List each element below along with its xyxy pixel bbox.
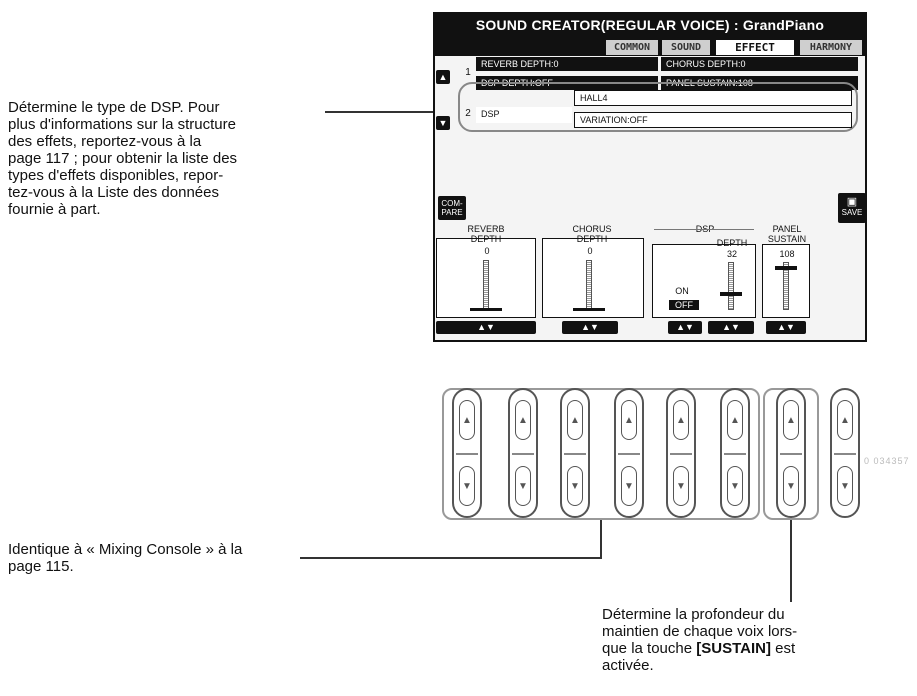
reverb-depth-slider[interactable] xyxy=(483,260,489,310)
tab-sound[interactable]: SOUND xyxy=(661,39,711,55)
up-arrow-icon: ▲ xyxy=(459,400,475,440)
down-arrow-icon: ▼ xyxy=(515,466,531,506)
save-label: SAVE xyxy=(841,208,863,217)
tab-bar: COMMON SOUND EFFECT HARMONY xyxy=(435,36,865,56)
physical-button-3[interactable]: ▲▼ xyxy=(560,388,590,518)
chorus-depth-base xyxy=(573,308,605,311)
screen-title: SOUND CREATOR(REGULAR VOICE) : GrandPian… xyxy=(435,14,865,36)
up-arrow-icon: ▲ xyxy=(567,400,583,440)
tab-effect[interactable]: EFFECT xyxy=(715,39,795,55)
row-2-number: 2 xyxy=(465,108,471,119)
sustain-leader xyxy=(790,510,792,602)
down-arrow-icon: ▼ xyxy=(459,466,475,506)
disk-icon: ▣ xyxy=(846,196,858,208)
dsp-depth-knob xyxy=(720,292,742,296)
chorus-depth-label: CHORUS DEPTH xyxy=(572,224,612,244)
up-arrow-icon: ▲ xyxy=(727,400,743,440)
save-button[interactable]: ▣ SAVE xyxy=(838,193,866,223)
panel-sustain-slider[interactable] xyxy=(783,262,789,310)
up-arrow-icon: ▲ xyxy=(621,400,637,440)
dsp-label: DSP xyxy=(476,107,572,123)
reverb-depth-value[interactable]: REVERB DEPTH:0 xyxy=(476,57,658,71)
dsp-type-leader xyxy=(325,111,457,113)
mixing-console-leader-h xyxy=(300,557,602,559)
physical-button-6[interactable]: ▲▼ xyxy=(720,388,750,518)
mixing-button-group xyxy=(442,388,760,520)
dsp-off-label[interactable]: OFF xyxy=(669,300,699,310)
mixing-console-leader-v xyxy=(600,518,602,559)
dsp-depth-label: DEPTH xyxy=(716,238,748,248)
up-arrow-icon: ▲ xyxy=(837,400,853,440)
row-1-number: 1 xyxy=(465,67,471,78)
reverb-depth-label: REVERB DEPTH xyxy=(467,224,505,244)
down-arrow-icon: ▼ xyxy=(783,466,799,506)
dsp-highlight xyxy=(458,82,858,132)
reverb-depth-base xyxy=(470,308,502,311)
down-arrow-icon: ▼ xyxy=(727,466,743,506)
sustain-note: Détermine la profondeur du maintien de c… xyxy=(602,606,798,674)
up-arrow-icon: ▲ xyxy=(673,400,689,440)
chorus-depth-arrows[interactable]: ▲▼ xyxy=(562,321,618,334)
dsp-depth-arrows[interactable]: ▲▼ xyxy=(708,321,754,334)
dsp-group-line xyxy=(654,229,754,230)
dsp-type-note: Détermine le type de DSP. Pour plus d'in… xyxy=(8,99,238,218)
panel-sustain-knob xyxy=(775,266,797,270)
physical-button-2[interactable]: ▲▼ xyxy=(508,388,538,518)
down-arrow-icon: ▼ xyxy=(837,466,853,506)
dsp-type-value[interactable]: HALL4 xyxy=(574,90,852,106)
dsp-depth-slider[interactable] xyxy=(728,262,734,310)
dsp-depth-number: 32 xyxy=(726,249,737,259)
up-arrow-icon: ▲ xyxy=(783,400,799,440)
tab-harmony[interactable]: HARMONY xyxy=(799,39,863,55)
down-arrow-icon: ▼ xyxy=(621,466,637,506)
panel-sustain-label: PANEL SUSTAIN xyxy=(767,224,807,244)
reverb-depth-number: 0 xyxy=(484,246,490,256)
dsp-on-label[interactable]: ON xyxy=(675,286,689,296)
panel-sustain-number: 108 xyxy=(779,249,795,259)
watermark: 0 034357 xyxy=(864,456,910,466)
compare-button[interactable]: COM- PARE xyxy=(438,196,466,220)
dsp-variation-value[interactable]: VARIATION:OFF xyxy=(574,112,852,128)
physical-button-1[interactable]: ▲▼ xyxy=(452,388,482,518)
reverb-depth-arrows[interactable]: ▲▼ xyxy=(436,321,536,334)
tab-common[interactable]: COMMON xyxy=(605,39,659,55)
dsp-onoff-arrows[interactable]: ▲▼ xyxy=(668,321,702,334)
chorus-depth-panel xyxy=(542,238,644,318)
down-arrow-icon: ▼ xyxy=(673,466,689,506)
physical-button-7[interactable]: ▲▼ xyxy=(776,388,806,518)
scroll-up-button[interactable]: ▲ xyxy=(436,70,450,84)
panel-sustain-arrows[interactable]: ▲▼ xyxy=(766,321,806,334)
chorus-depth-number: 0 xyxy=(587,246,593,256)
up-arrow-icon: ▲ xyxy=(515,400,531,440)
physical-button-8[interactable]: ▲▼ xyxy=(830,388,860,518)
scroll-down-button[interactable]: ▼ xyxy=(436,116,450,130)
chorus-depth-slider[interactable] xyxy=(586,260,592,310)
down-arrow-icon: ▼ xyxy=(567,466,583,506)
physical-button-4[interactable]: ▲▼ xyxy=(614,388,644,518)
physical-button-5[interactable]: ▲▼ xyxy=(666,388,696,518)
mixing-console-note: Identique à « Mixing Console » à la page… xyxy=(8,541,243,575)
chorus-depth-value[interactable]: CHORUS DEPTH:0 xyxy=(661,57,858,71)
